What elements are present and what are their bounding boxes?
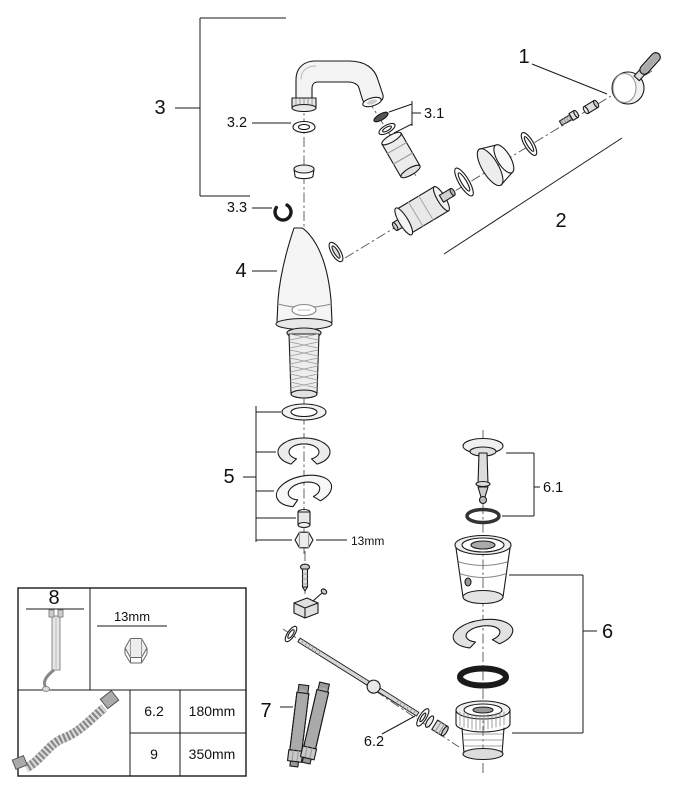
callout-3-1: 3.1 <box>424 106 444 122</box>
callout-7: 7 <box>260 700 271 722</box>
handle-adapter-drawing <box>582 99 600 115</box>
leader-1 <box>531 63 608 95</box>
drain-body-drawing <box>452 534 514 761</box>
drain-horseshoe-drawing <box>452 618 514 649</box>
cartridge-drawing <box>391 186 456 236</box>
drain-plug-drawing <box>462 437 504 525</box>
mounting-set-drawing <box>275 403 333 549</box>
faucet-body-drawing <box>275 227 344 331</box>
callout-5: 5 <box>223 466 234 488</box>
legend-hose-drawing <box>11 689 120 773</box>
supply-hoses-drawing <box>286 681 330 768</box>
lever-handle-drawing <box>611 52 661 105</box>
legend-tool-drawing <box>42 609 64 692</box>
bracket-3 <box>175 17 286 197</box>
callout-3-3: 3.3 <box>227 200 247 216</box>
legend-nut-drawing <box>124 638 148 664</box>
callout-6-1: 6.1 <box>543 480 563 496</box>
legend-row-1-length: 350mm <box>189 746 236 762</box>
callout-6: 6 <box>602 621 613 643</box>
drain-gasket-drawing <box>457 665 509 689</box>
hex-nut-drawing <box>294 531 314 549</box>
legend-box <box>11 587 247 777</box>
spout-seals-drawing <box>373 111 396 136</box>
horseshoe-washer-drawing <box>275 474 333 508</box>
bushing-drawing <box>293 164 315 180</box>
spout-drawing <box>291 60 384 113</box>
spout-outlet <box>362 96 382 108</box>
callout-4: 4 <box>235 260 246 282</box>
bracket-3-1 <box>388 101 421 134</box>
escutcheon-drawing <box>476 144 515 187</box>
legend-row-1-part: 9 <box>150 746 158 762</box>
legend-hex-size: 13mm <box>114 609 150 624</box>
bracket-5 <box>243 406 296 542</box>
hex-size-callout: 13mm <box>351 534 384 548</box>
trim-ring-drawing <box>520 132 538 156</box>
callout-6-2: 6.2 <box>364 734 384 750</box>
callout-3: 3 <box>154 97 165 119</box>
o-ring-3-2-drawing <box>292 120 316 134</box>
leader-2 <box>443 137 623 255</box>
callout-lines <box>175 17 623 735</box>
legend-row-0-part: 6.2 <box>144 703 164 719</box>
legend-row-0-length: 180mm <box>189 703 236 719</box>
callout-3-2: 3.2 <box>227 115 247 131</box>
pivot-rod-hardware-drawing <box>284 563 449 737</box>
callout-1: 1 <box>518 46 529 68</box>
stabilizer-plate-drawing <box>277 437 331 465</box>
spout-holder-drawing <box>381 131 421 179</box>
bracket-6 <box>509 574 597 734</box>
callout-2: 2 <box>555 210 566 232</box>
lock-ring-drawing <box>454 167 474 197</box>
bracket-6-1 <box>502 452 540 517</box>
legend-tool-label: 8 <box>48 587 59 609</box>
leader-6-2 <box>381 715 416 735</box>
drain-flange-drawing <box>455 700 511 761</box>
retaining-clip-drawing <box>273 202 293 222</box>
plug-o-ring <box>465 507 501 525</box>
set-screw-drawing <box>558 109 580 126</box>
mounting-shank-drawing <box>286 327 322 399</box>
